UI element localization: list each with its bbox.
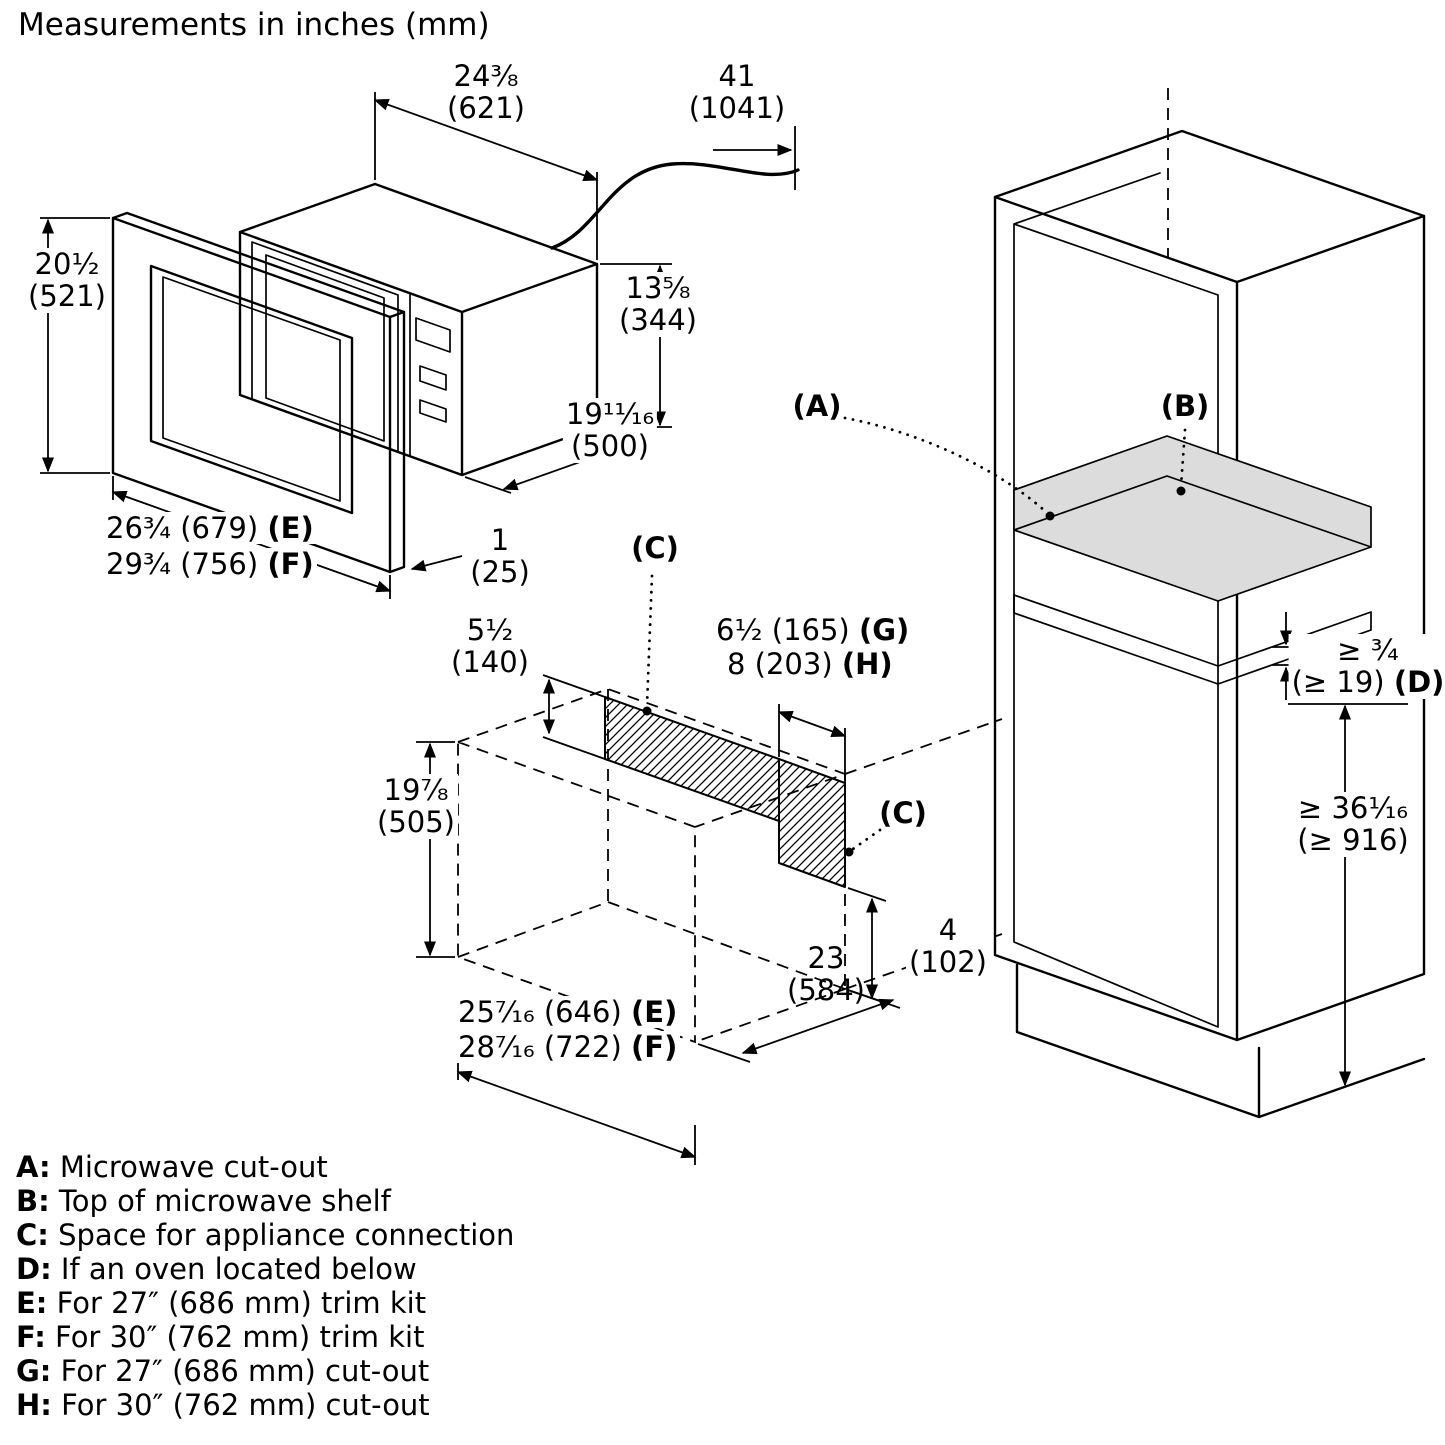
dim-oven-gap: ≥ ³⁄₄ (≥ 19) (D) bbox=[1288, 634, 1445, 699]
legend-item-h: H: For 30″ (762 mm) cut-out bbox=[16, 1388, 430, 1422]
dim-cutout-width-30: 28⁷⁄₁₆ (722) (F) bbox=[455, 1031, 681, 1064]
microwave-door bbox=[251, 241, 411, 457]
dim-trim-width-30: 29³⁄₄ (756) (F) bbox=[103, 548, 317, 581]
leader-c-right bbox=[851, 828, 882, 851]
dim-trim-width-27: 26³⁄₄ (679) (E) bbox=[103, 512, 317, 545]
cabinet-outline bbox=[993, 195, 1426, 1042]
dim-connection-width-27: 6¹⁄₂ (165) (G) bbox=[716, 613, 910, 647]
trim-frame-thickness bbox=[111, 211, 406, 574]
leader-b bbox=[1179, 428, 1187, 488]
label-c-right: (C) bbox=[879, 796, 927, 830]
cutout-drawing bbox=[416, 574, 901, 1165]
legend: A: Microwave cut-out B: Top of microwave… bbox=[16, 1150, 514, 1422]
dim-connection-width-30: 8 (203) (H) bbox=[727, 647, 893, 681]
legend-item-b: B: Top of microwave shelf bbox=[16, 1184, 391, 1218]
dim-cutout-depth: 23(584) bbox=[787, 941, 865, 1008]
dim-microwave-depth: 19¹¹⁄₁₆(500) bbox=[562, 398, 658, 463]
connection-space-strip bbox=[778, 758, 846, 888]
label-b: (B) bbox=[1160, 389, 1210, 423]
dim-trim-thickness: 1(25) bbox=[470, 523, 530, 590]
page-title: Measurements in inches (mm) bbox=[18, 7, 490, 43]
dim-cutout-height: 19⁷⁄₈(505) bbox=[374, 774, 458, 839]
shelf-edge-line bbox=[1013, 475, 1372, 548]
legend-item-g: G: For 27″ (686 mm) cut-out bbox=[16, 1354, 430, 1388]
microwave-control-panel bbox=[415, 317, 451, 423]
dim-cutout-width-27: 25⁷⁄₁₆ (646) (E) bbox=[455, 996, 681, 1029]
microwave-drawing bbox=[238, 92, 800, 494]
connection-space-bar bbox=[604, 696, 780, 822]
lower-shelf-board bbox=[1013, 594, 1372, 685]
dim-connection-height: 5¹⁄₂(140) bbox=[451, 613, 529, 680]
leader-c-top bbox=[645, 574, 654, 707]
dim-cord-length: 41(1041) bbox=[688, 59, 786, 126]
cabinet-opening bbox=[1013, 172, 1219, 1028]
microwave-cutout-shaded-area bbox=[1013, 435, 1372, 602]
power-cord bbox=[550, 161, 800, 250]
legend-item-e: E: For 27″ (686 mm) trim kit bbox=[16, 1286, 427, 1320]
legend-item-d: D: If an oven located below bbox=[16, 1252, 417, 1286]
dim-microwave-height: 13⁵⁄₈(344) bbox=[616, 272, 700, 337]
legend-item-f: F: For 30″ (762 mm) trim kit bbox=[16, 1320, 425, 1354]
legend-item-c: C: Space for appliance connection bbox=[16, 1218, 515, 1252]
cabinet-plinth bbox=[1015, 963, 1426, 1119]
label-c-top: (C) bbox=[631, 531, 679, 565]
dim-microwave-width: 24³⁄₈(621) bbox=[447, 59, 525, 126]
dim-connection-bottom: 4(102) bbox=[906, 914, 990, 979]
label-a: (A) bbox=[792, 389, 842, 423]
cabinet-top-face bbox=[993, 129, 1426, 284]
dim-trim-height: 20¹⁄₂(521) bbox=[25, 248, 109, 313]
microwave-body bbox=[238, 182, 599, 477]
legend-item-a: A: Microwave cut-out bbox=[16, 1150, 328, 1184]
dim-shelf-height: ≥ 36¹⁄₁₆(≥ 916) bbox=[1294, 792, 1412, 857]
